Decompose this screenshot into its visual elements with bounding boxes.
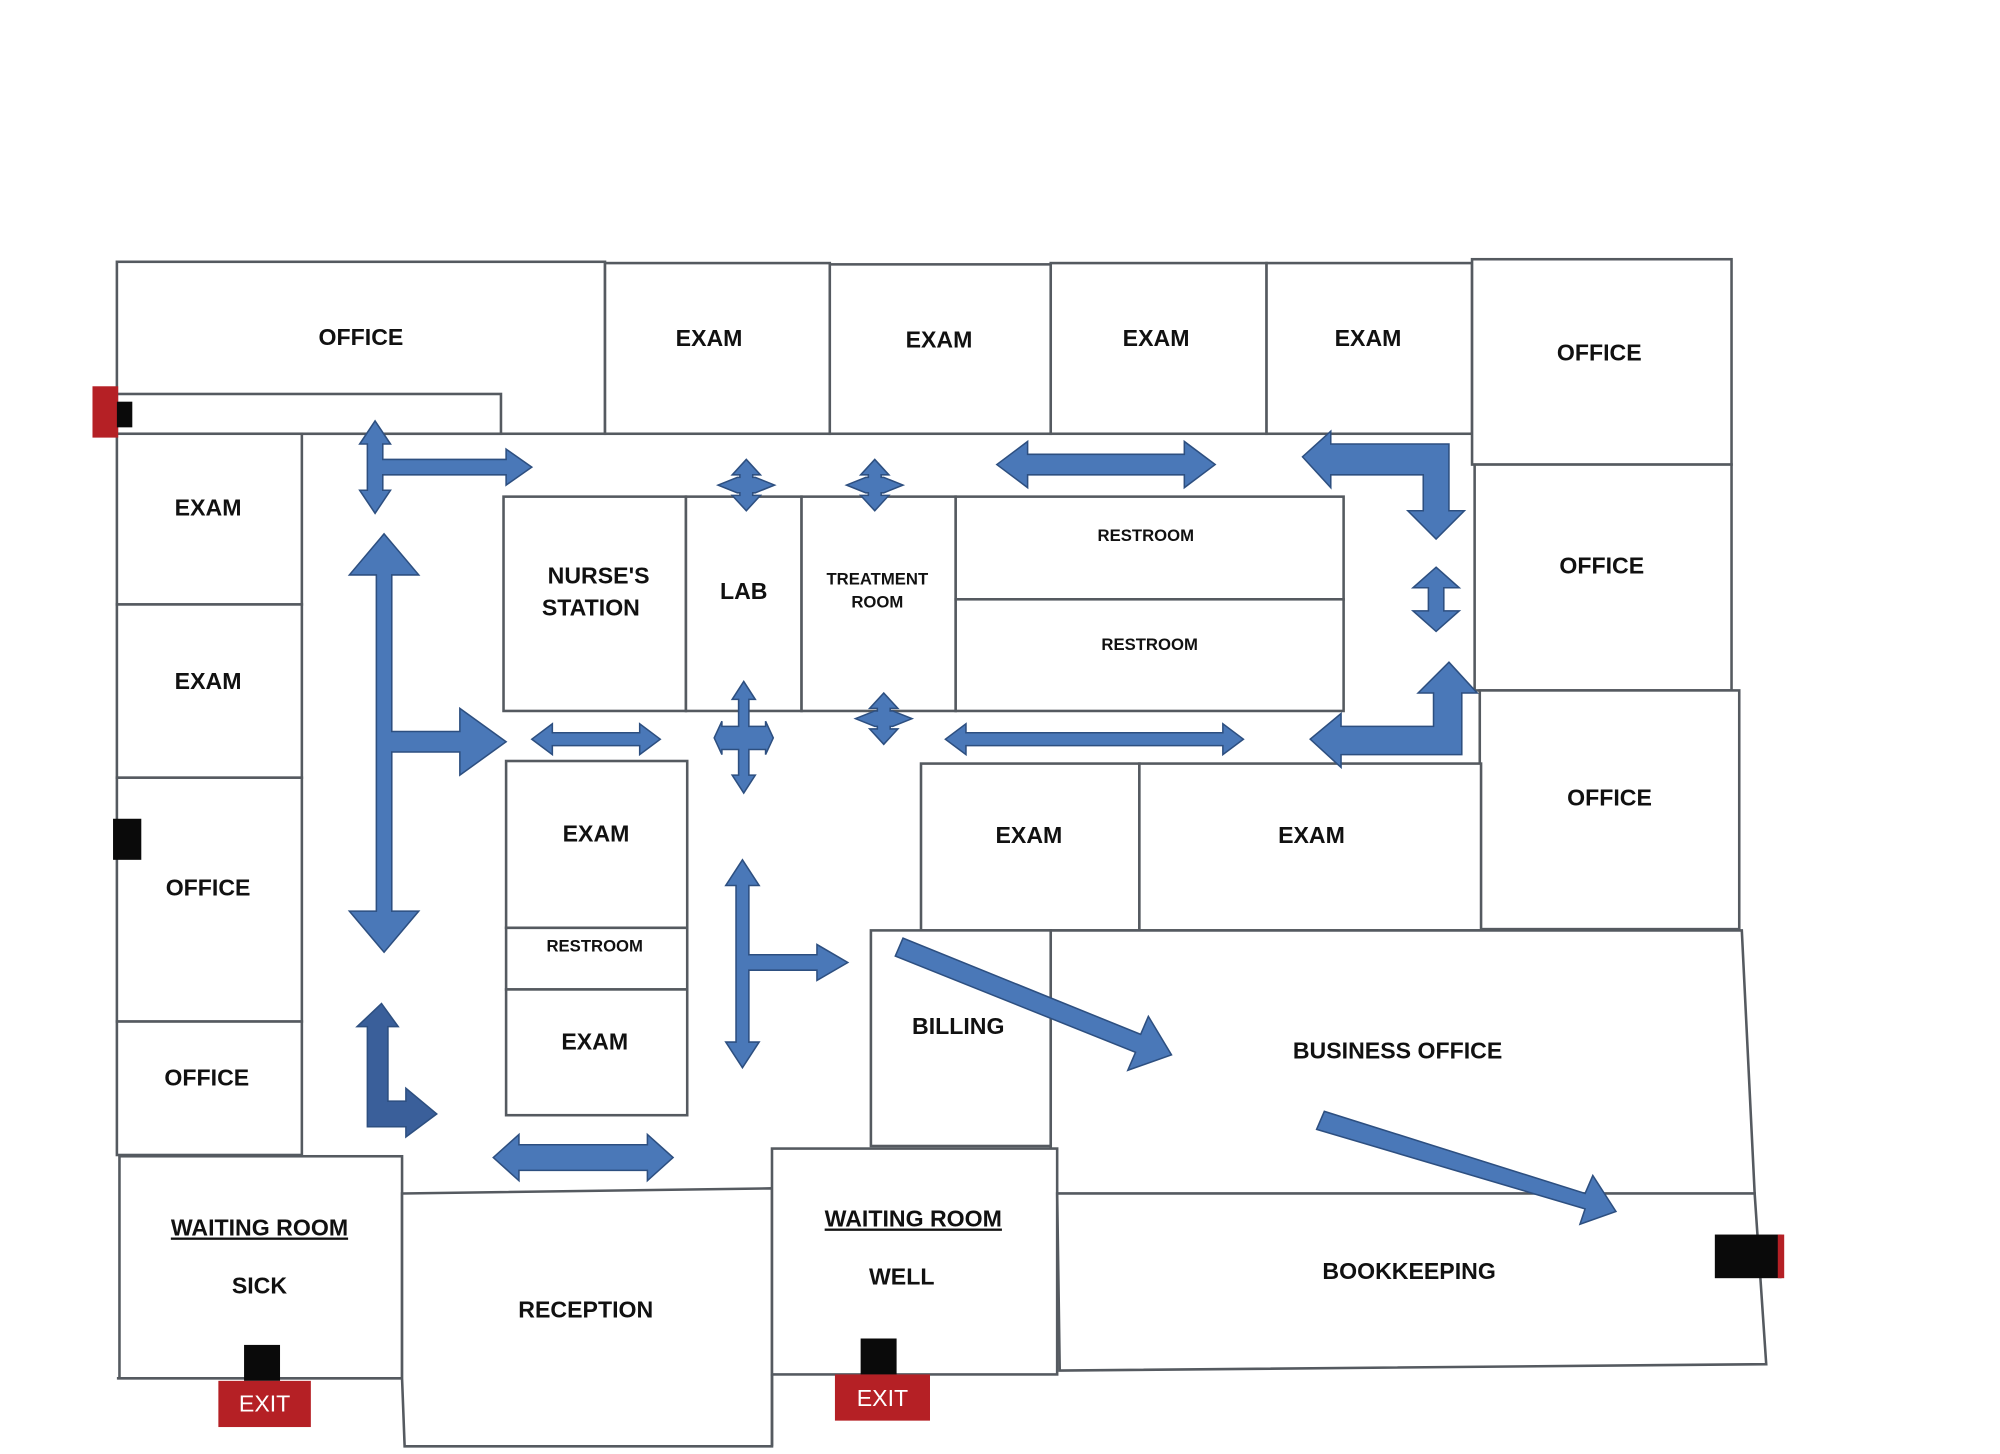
door-icon <box>113 818 142 860</box>
arrow-up-right-icon <box>358 419 534 515</box>
label-business-office: BUSINESS OFFICE <box>1293 1037 1502 1063</box>
arrow-cross-icon <box>844 458 906 512</box>
label-exam: EXAM <box>175 495 242 521</box>
arrow-vertical-cross-icon <box>713 680 775 795</box>
exit-marker-left <box>92 386 119 438</box>
label-treatment-room: TREATMENT <box>826 569 929 588</box>
label-restroom: RESTROOM <box>1101 635 1197 654</box>
arrow-diagonal-icon <box>894 937 1173 1072</box>
arrow-elbow-down-icon <box>1301 429 1467 541</box>
arrow-horizontal-icon <box>492 1132 675 1183</box>
arrow-elbow-up-icon <box>1309 661 1479 770</box>
room-restroom-center[interactable] <box>504 926 689 991</box>
room-office-right-low[interactable] <box>1478 689 1741 931</box>
label-exam: EXAM <box>906 326 973 352</box>
arrow-diagonal-icon <box>1315 1110 1618 1226</box>
room-restroom-1[interactable] <box>954 495 1345 601</box>
arrow-vertical-icon <box>1410 566 1462 633</box>
room-office-top-right[interactable] <box>1470 257 1733 466</box>
room-reception[interactable] <box>400 1187 774 1448</box>
exit-sign-sick[interactable] <box>218 1380 311 1428</box>
label-office: OFFICE <box>166 874 251 900</box>
label-office: OFFICE <box>1557 339 1642 365</box>
label-reception: RECEPTION <box>518 1297 653 1323</box>
room-exam-center-2[interactable] <box>504 988 689 1117</box>
arrow-up-right-l-icon <box>355 1002 438 1139</box>
hallway-nook <box>115 392 503 436</box>
exit-label: EXIT <box>857 1385 908 1411</box>
label-restroom: RESTROOM <box>1098 526 1194 545</box>
room-restroom-2[interactable] <box>954 598 1345 713</box>
label-exam: EXAM <box>561 1028 628 1054</box>
label-well: WELL <box>869 1263 934 1289</box>
room-lab[interactable] <box>684 495 803 713</box>
label-office: OFFICE <box>319 324 404 350</box>
room-exam-top-1[interactable] <box>603 261 832 436</box>
door-icon <box>116 401 133 428</box>
label-exam: EXAM <box>1123 325 1190 351</box>
label-waiting-room: WAITING ROOM <box>825 1206 1002 1232</box>
label-sick: SICK <box>232 1272 288 1298</box>
label-exam: EXAM <box>1335 325 1402 351</box>
label-exam: EXAM <box>563 821 630 847</box>
label-exam: EXAM <box>1278 822 1345 848</box>
label-bookkeeping: BOOKKEEPING <box>1322 1258 1495 1284</box>
label-billing: BILLING <box>912 1013 1004 1039</box>
arrow-horizontal-icon <box>995 439 1217 490</box>
room-office-right-mid[interactable] <box>1473 463 1733 692</box>
exit-marker-right <box>1777 1234 1785 1279</box>
label-treatment-room: ROOM <box>851 593 903 612</box>
room-exam-mid-1[interactable] <box>919 762 1141 932</box>
door-icon <box>1714 1234 1782 1279</box>
exit-label: EXIT <box>239 1390 290 1416</box>
label-nurses-station: NURSE'S <box>548 563 650 589</box>
arrow-cross-icon <box>853 691 915 746</box>
room-office-left-2[interactable] <box>115 1020 304 1157</box>
room-exam-top-3[interactable] <box>1049 261 1268 436</box>
label-office: OFFICE <box>1567 785 1652 811</box>
arrow-horizontal-icon <box>944 722 1245 757</box>
door-icon <box>244 1344 281 1381</box>
room-waiting-well[interactable] <box>770 1147 1059 1376</box>
room-exam-top-4[interactable] <box>1265 261 1474 436</box>
label-office: OFFICE <box>1559 552 1644 578</box>
arrow-vertical-branch-icon <box>347 532 508 954</box>
exit-sign-well[interactable] <box>834 1374 930 1421</box>
label-exam: EXAM <box>995 822 1062 848</box>
arrow-cross-icon <box>715 458 777 512</box>
label-office: OFFICE <box>164 1064 249 1090</box>
room-exam-top-2[interactable] <box>828 263 1053 436</box>
arrow-vertical-branch-icon <box>724 858 850 1070</box>
label-waiting-room: WAITING ROOM <box>171 1215 348 1241</box>
label-nurses-station: STATION <box>542 595 640 621</box>
label-exam: EXAM <box>676 325 743 351</box>
room-bookkeeping[interactable] <box>1055 1192 1768 1372</box>
room-exam-center-1[interactable] <box>504 759 689 930</box>
label-exam: EXAM <box>175 668 242 694</box>
room-waiting-sick[interactable] <box>118 1154 404 1380</box>
label-lab: LAB <box>720 578 768 604</box>
room-exam-mid-2[interactable] <box>1138 762 1483 932</box>
room-exam-left-2[interactable] <box>115 603 304 779</box>
door-icon <box>860 1338 897 1375</box>
arrow-horizontal-icon <box>530 722 662 757</box>
label-restroom: RESTROOM <box>546 937 642 956</box>
